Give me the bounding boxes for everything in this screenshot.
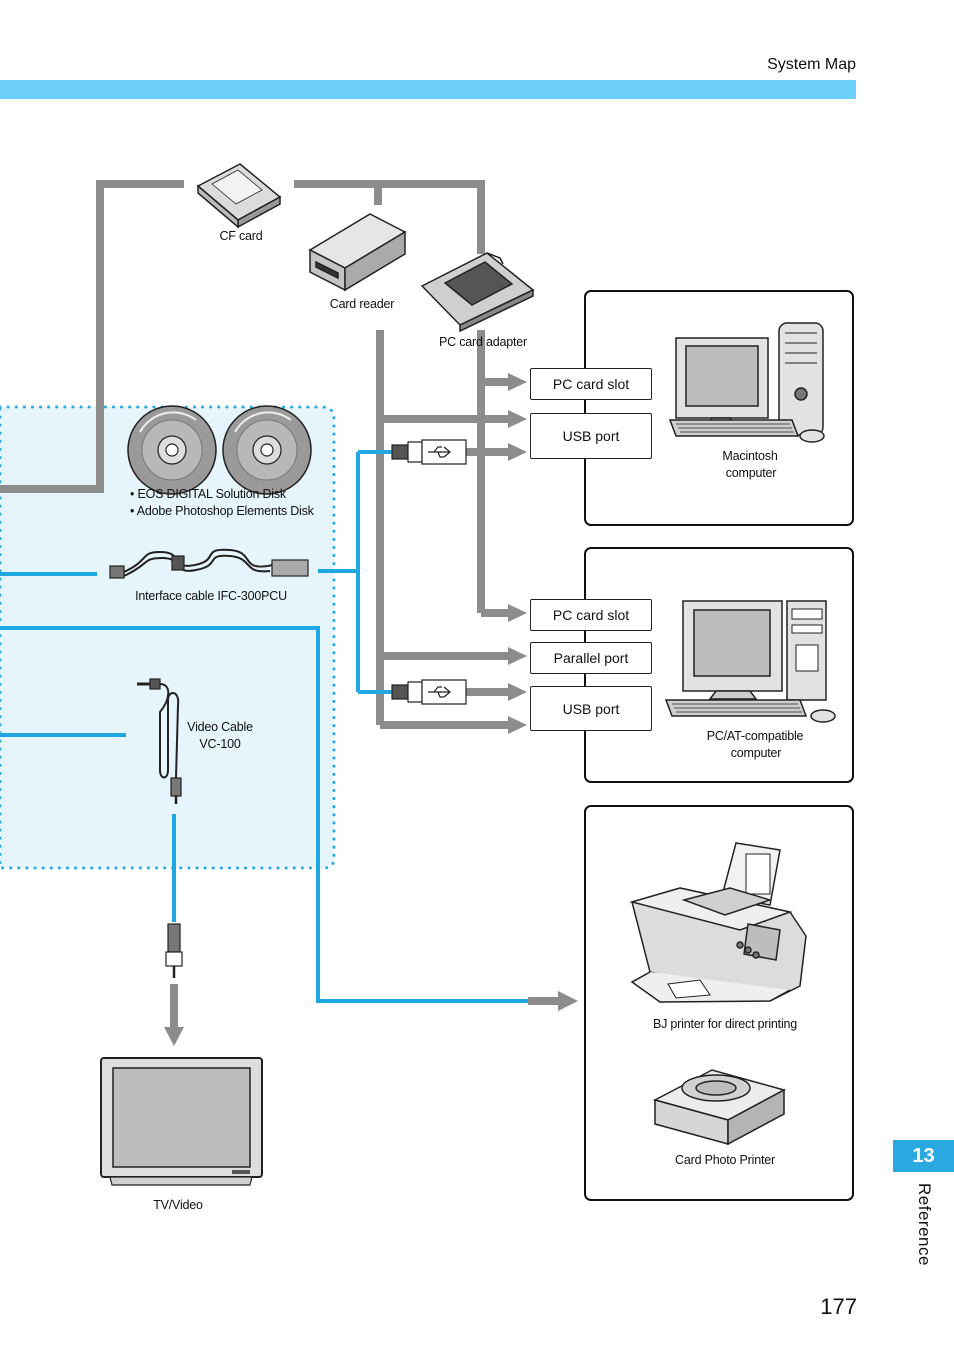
pc-parallel-port: Parallel port bbox=[530, 642, 652, 674]
usb-plug-icon bbox=[391, 679, 467, 705]
macintosh-panel bbox=[584, 290, 854, 526]
pc-label-1: PC/AT-compatible bbox=[706, 729, 804, 743]
video-cable-label-2: VC-100 bbox=[199, 737, 241, 751]
pc-pc-card-slot-port: PC card slot bbox=[530, 599, 652, 631]
chapter-tab: 13 bbox=[893, 1140, 954, 1172]
macintosh-label-1: Macintosh bbox=[722, 449, 778, 463]
mac-usb-port: USB port bbox=[530, 413, 652, 459]
section-label: Reference bbox=[915, 1183, 934, 1266]
macintosh-label-2: computer bbox=[725, 466, 777, 480]
printer-panel bbox=[584, 805, 854, 1201]
disk-label-2: • Adobe Photoshop Elements Disk bbox=[130, 504, 314, 518]
page-number: 177 bbox=[820, 1294, 857, 1319]
pc-card-adapter-icon bbox=[420, 252, 535, 333]
disk-label-1: • EOS DIGITAL Solution Disk bbox=[130, 487, 286, 501]
cf-card-label: CF card bbox=[219, 229, 263, 243]
card-reader-label: Card reader bbox=[329, 297, 395, 311]
card-photo-printer-label: Card Photo Printer bbox=[675, 1153, 775, 1167]
pc-label-2: computer bbox=[730, 746, 782, 760]
interface-cable-icon bbox=[109, 548, 309, 579]
video-cable-icon bbox=[137, 678, 182, 804]
bj-printer-label: BJ printer for direct printing bbox=[652, 1017, 798, 1031]
video-cable-label-1: Video Cable bbox=[187, 720, 253, 734]
tv-icon bbox=[100, 1057, 263, 1186]
tv-label: TV/Video bbox=[153, 1198, 203, 1212]
disc-icon bbox=[222, 405, 312, 495]
card-reader-icon bbox=[308, 213, 407, 292]
camera-accessories-panel bbox=[0, 405, 336, 870]
mac-pc-card-slot-port: PC card slot bbox=[530, 368, 652, 400]
rca-plug-icon bbox=[165, 923, 183, 978]
interface-cable-label: Interface cable IFC-300PCU bbox=[135, 589, 287, 603]
pc-card-adapter-label: PC card adapter bbox=[438, 335, 528, 349]
usb-plug-icon bbox=[391, 439, 467, 465]
cf-card-icon bbox=[196, 163, 282, 229]
disc-icon bbox=[127, 405, 217, 495]
page-header-title: System Map bbox=[767, 56, 856, 73]
pc-usb-port: USB port bbox=[530, 686, 652, 731]
header-bar bbox=[0, 80, 856, 99]
